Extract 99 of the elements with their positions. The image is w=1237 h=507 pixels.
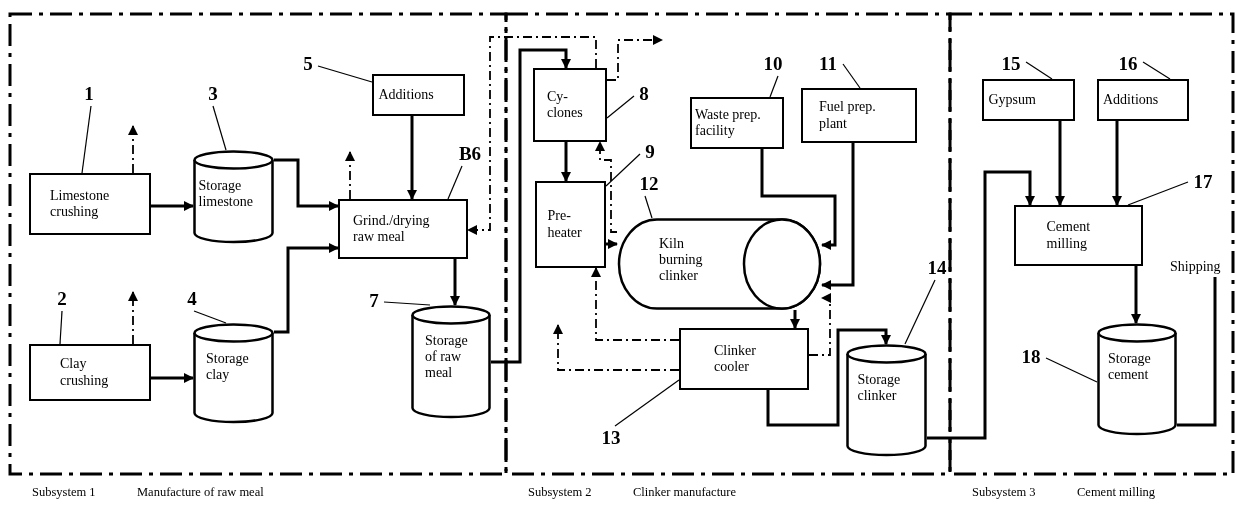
dash-dot-arrow bbox=[606, 35, 663, 81]
leader-line bbox=[1142, 61, 1171, 80]
leader-line bbox=[193, 310, 227, 324]
process-box bbox=[29, 173, 151, 235]
leader-line bbox=[81, 105, 92, 174]
leader-line bbox=[769, 75, 779, 98]
leader-line bbox=[447, 165, 463, 200]
process-label: Kiln burning clinker bbox=[659, 236, 704, 285]
process-box bbox=[533, 68, 607, 142]
flow-arrow bbox=[450, 259, 460, 306]
process-label: Cy- clones bbox=[547, 88, 584, 122]
process-box bbox=[690, 97, 784, 149]
leader-line bbox=[606, 95, 635, 119]
callout-number: 12 bbox=[634, 172, 664, 196]
callout-number: 10 bbox=[758, 52, 788, 76]
dash-dot-arrow bbox=[345, 151, 355, 200]
callout-number: 14 bbox=[922, 256, 952, 280]
dash-dot-arrow bbox=[128, 125, 138, 174]
process-box bbox=[679, 328, 809, 390]
process-label: Storage limestone bbox=[198, 178, 254, 211]
process-box bbox=[372, 74, 465, 116]
leader-line bbox=[605, 153, 641, 187]
callout-number: 1 bbox=[78, 82, 100, 106]
process-label: Fuel prep. plant bbox=[819, 99, 877, 132]
process-label: Additions bbox=[1103, 91, 1160, 109]
flow-arrow bbox=[766, 328, 891, 427]
subsystem-caption: Subsystem 2 bbox=[528, 485, 592, 500]
process-label: Storage clinker bbox=[857, 372, 902, 405]
flow-arrow bbox=[274, 243, 339, 334]
process-label: Storage cement bbox=[1108, 351, 1152, 384]
callout-number: 4 bbox=[182, 287, 202, 311]
subsystem-caption: Clinker manufacture bbox=[633, 485, 737, 500]
process-box bbox=[1097, 79, 1189, 121]
subsystem-caption: Cement milling bbox=[1077, 485, 1156, 500]
leader-line bbox=[614, 379, 680, 427]
callout-number: 18 bbox=[1016, 345, 1046, 369]
callout-number: 7 bbox=[364, 289, 384, 313]
process-label: Limestone crushing bbox=[50, 187, 111, 221]
process-box bbox=[29, 344, 151, 401]
dash-dot-arrow bbox=[591, 267, 680, 341]
callout-number: 2 bbox=[52, 287, 72, 311]
flow-arrow bbox=[491, 48, 571, 364]
process-label: Storage of raw meal bbox=[425, 333, 469, 382]
flow-arrow bbox=[1055, 121, 1065, 206]
leader-line bbox=[904, 279, 936, 345]
leader-line bbox=[317, 65, 373, 83]
output-label: Shipping bbox=[1170, 257, 1232, 277]
flow-arrow bbox=[1131, 266, 1141, 324]
leader-line bbox=[644, 195, 653, 219]
callout-number: 11 bbox=[813, 52, 843, 76]
flow-arrow bbox=[274, 158, 339, 211]
callout-number: 13 bbox=[596, 426, 626, 450]
process-label: Clinker cooler bbox=[714, 342, 757, 376]
callout-number: 9 bbox=[640, 140, 660, 164]
subsystem-caption: Subsystem 3 bbox=[972, 485, 1036, 500]
flow-arrow bbox=[407, 116, 417, 200]
dash-dot-arrow bbox=[467, 36, 597, 235]
leader-line bbox=[212, 105, 227, 151]
process-label: Cement milling bbox=[1046, 219, 1092, 252]
process-label: Clay crushing bbox=[60, 356, 110, 389]
process-box bbox=[338, 199, 468, 259]
callout-number: 17 bbox=[1188, 170, 1218, 194]
flow-arrow bbox=[1112, 121, 1122, 206]
process-label: Gypsum bbox=[988, 91, 1037, 109]
process-label: Pre- heater bbox=[547, 208, 583, 241]
flow-arrow bbox=[561, 142, 571, 182]
dash-dot-arrow bbox=[128, 291, 138, 345]
dash-dot-arrow bbox=[595, 141, 618, 233]
process-box bbox=[1014, 205, 1143, 266]
flow-arrow bbox=[151, 373, 194, 383]
callout-number: 16 bbox=[1113, 52, 1143, 76]
process-label: Additions bbox=[378, 86, 435, 104]
flow-arrow bbox=[790, 310, 800, 329]
dash-dot-arrow bbox=[553, 324, 680, 371]
flow-arrow bbox=[760, 149, 837, 250]
flow-arrow bbox=[927, 170, 1035, 440]
process-label: Waste prep. facility bbox=[695, 106, 762, 140]
callout-number: 5 bbox=[298, 52, 318, 76]
leader-line bbox=[842, 63, 861, 89]
process-box bbox=[801, 88, 917, 143]
flow-arrow bbox=[821, 143, 855, 290]
callout-number: 3 bbox=[202, 82, 224, 106]
leader-line bbox=[1127, 181, 1189, 206]
subsystem-caption: Manufacture of raw meal bbox=[137, 485, 264, 500]
callout-number: B6 bbox=[454, 142, 486, 166]
leader-line bbox=[1045, 357, 1098, 383]
callout-number: 8 bbox=[634, 82, 654, 106]
process-label: Storage clay bbox=[206, 351, 250, 384]
callout-number: 15 bbox=[996, 52, 1026, 76]
process-label: Grind./drying raw meal bbox=[353, 212, 431, 246]
process-box bbox=[982, 79, 1075, 121]
flow-arrow bbox=[151, 201, 194, 211]
leader-line bbox=[383, 301, 431, 306]
leader-line bbox=[1025, 61, 1053, 80]
process-box bbox=[535, 181, 606, 268]
leader-line bbox=[59, 310, 63, 345]
subsystem-caption: Subsystem 1 bbox=[32, 485, 96, 500]
dash-dot-arrow bbox=[808, 293, 831, 356]
flow-arrow bbox=[606, 239, 618, 249]
